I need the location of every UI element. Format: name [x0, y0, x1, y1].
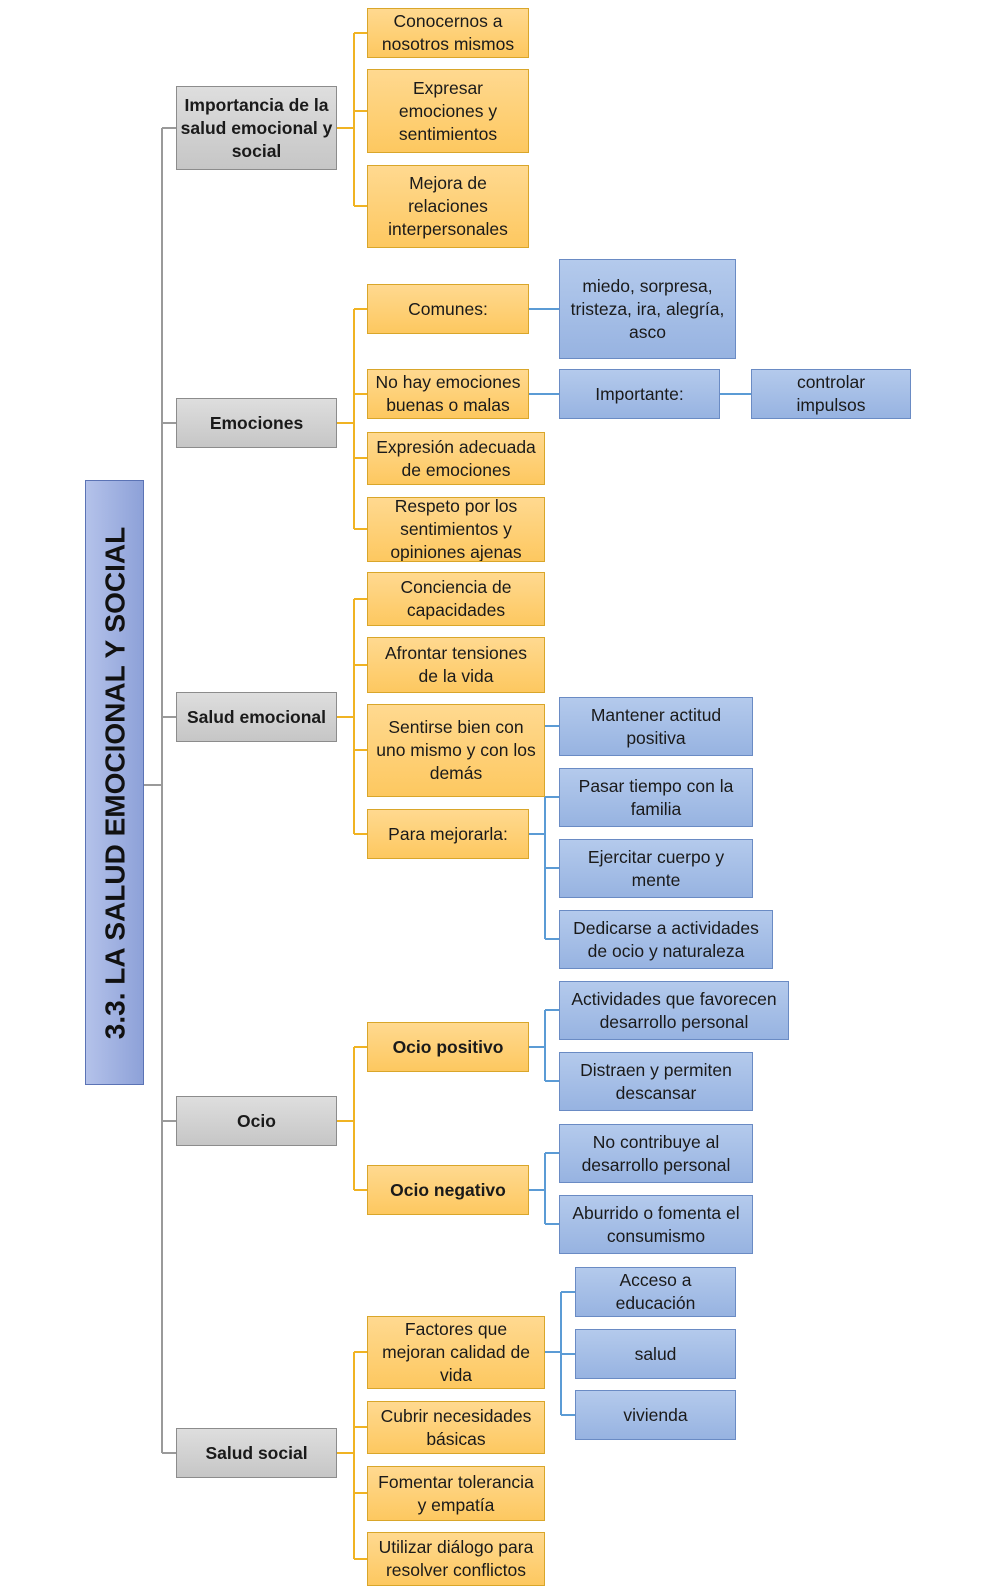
detail-distraen: Distraen y permiten descansar [559, 1052, 753, 1111]
detail-salud: salud [575, 1329, 736, 1379]
node-importancia: Importancia de la salud emocional y soci… [176, 86, 337, 170]
item-para-mejorarla: Para mejorarla: [367, 809, 529, 859]
item-sentirse-bien: Sentirse bien con uno mismo y con los de… [367, 704, 545, 797]
item-conocernos: Conocernos a nosotros mismos [367, 8, 529, 58]
item-fomentar-tolerancia: Fomentar tolerancia y empatía [367, 1466, 545, 1521]
item-conciencia-capacidades: Conciencia de capacidades [367, 572, 545, 626]
item-utilizar-dialogo: Utilizar diálogo para resolver conflicto… [367, 1532, 545, 1586]
detail-dedicarse-ocio: Dedicarse a actividades de ocio y natura… [559, 910, 773, 969]
detail-ejercitar: Ejercitar cuerpo y mente [559, 839, 753, 898]
detail-aburrido: Aburrido o fomenta el consumismo [559, 1195, 753, 1254]
root-title: 3.3. LA SALUD EMOCIONAL Y SOCIAL [99, 526, 130, 1039]
node-emociones: Emociones [176, 398, 337, 448]
detail-comunes: miedo, sorpresa, tristeza, ira, alegría,… [559, 259, 736, 359]
detail-vivienda: vivienda [575, 1390, 736, 1440]
detail-no-contribuye: No contribuye al desarrollo personal [559, 1124, 753, 1183]
detail-importante-label: Importante: [559, 369, 720, 419]
item-expresar-emociones: Expresar emociones y sentimientos [367, 69, 529, 153]
root-title-box: 3.3. LA SALUD EMOCIONAL Y SOCIAL [85, 480, 144, 1085]
node-ocio: Ocio [176, 1096, 337, 1146]
detail-pasar-tiempo: Pasar tiempo con la familia [559, 768, 753, 827]
detail-actividades-favorecen: Actividades que favorecen desarrollo per… [559, 981, 789, 1040]
detail-mantener-actitud: Mantener actitud positiva [559, 697, 753, 756]
item-expresion-adecuada: Expresión adecuada de emociones [367, 432, 545, 485]
item-ocio-positivo: Ocio positivo [367, 1022, 529, 1072]
item-factores: Factores que mejoran calidad de vida [367, 1316, 545, 1389]
item-mejora-relaciones: Mejora de relaciones interpersonales [367, 165, 529, 248]
detail-acceso-educacion: Acceso a educación [575, 1267, 736, 1317]
item-respeto: Respeto por los sentimientos y opiniones… [367, 497, 545, 562]
item-ocio-negativo: Ocio negativo [367, 1165, 529, 1215]
item-no-hay-emociones: No hay emociones buenas o malas [367, 369, 529, 419]
node-salud-emocional: Salud emocional [176, 692, 337, 742]
item-comunes: Comunes: [367, 284, 529, 334]
node-salud-social: Salud social [176, 1428, 337, 1478]
item-cubrir-necesidades: Cubrir necesidades básicas [367, 1401, 545, 1454]
item-afrontar-tensiones: Afrontar tensiones de la vida [367, 637, 545, 693]
detail-controlar-impulsos: controlar impulsos [751, 369, 911, 419]
